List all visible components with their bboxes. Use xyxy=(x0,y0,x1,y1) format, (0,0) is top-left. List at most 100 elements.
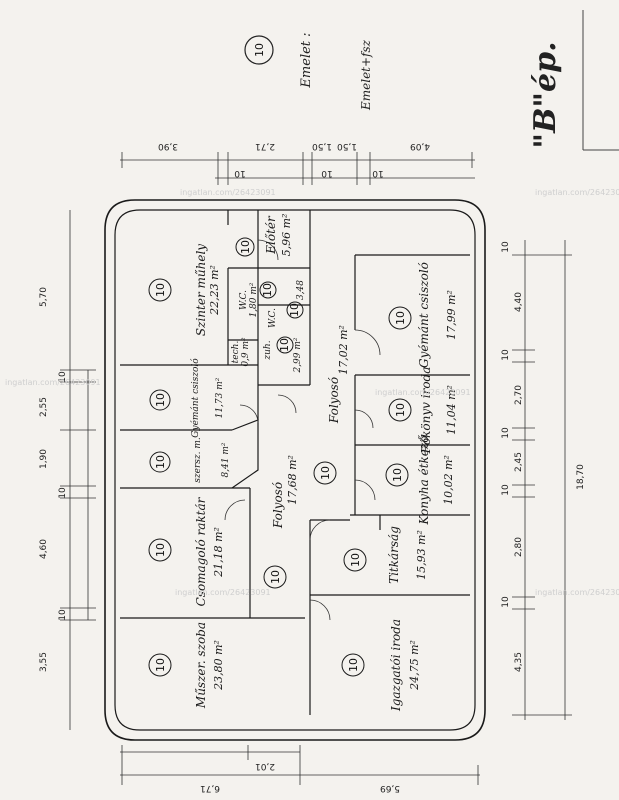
watermark-6: ingatlan.com/26423091 xyxy=(535,588,619,597)
room-number-labels: 10 10 10 10 10 10 10 10 10 10 10 10 10 1… xyxy=(154,240,407,672)
room-num-fokonyv: 10 xyxy=(394,403,407,417)
room-area-szersz: 8,41 m² xyxy=(221,442,231,477)
left-dimension-line: 5,70 2,55 1,90 4,60 3,55 10 10 10 xyxy=(39,210,96,730)
room-label-folyoso-left: Folyosó xyxy=(271,482,285,529)
building-outline xyxy=(104,199,486,741)
dim-right-0: 4,40 xyxy=(514,292,524,312)
floor-number-circle xyxy=(244,35,274,65)
dim-bottom-1: 6,71 xyxy=(200,783,220,793)
dim-left-3: 4,60 xyxy=(39,539,49,559)
dim-top-3: 1,50 xyxy=(337,141,357,151)
room-label-igazgatoi: Igazgatói iroda xyxy=(389,619,403,712)
room-label-titkarsag: Titkárság xyxy=(387,526,401,584)
dim-left-2: 1,90 xyxy=(39,449,49,469)
top-dimension-line: 3,90 2,71 1,50 1,50 4,09 10 10 10 xyxy=(120,141,475,185)
room-area-titkarsag: 15,93 m² xyxy=(415,530,428,580)
room-area-muszer: 23,80 m² xyxy=(212,640,225,691)
room-num-wc2: 10 xyxy=(288,303,301,317)
room-num-konyha: 10 xyxy=(391,468,404,482)
room-label-csomagolo: Csomagoló raktár xyxy=(194,496,208,606)
room-num-wc1: 10 xyxy=(261,283,274,297)
room-label-konyha: Konyha étkező xyxy=(417,435,431,526)
room-label-folyoso-right: Folyosó xyxy=(327,377,341,424)
dim-top-1: 2,71 xyxy=(255,141,275,151)
room-num-folyoso-left: 10 xyxy=(269,570,282,584)
room-area-wc1: 1,80 m² xyxy=(249,282,259,317)
dim-right-3: 2,80 xyxy=(514,537,524,557)
emelet-fsz-label: Emelet+fsz xyxy=(359,39,373,111)
plan-header: 10 Emelet : Emelet+fsz "B"ép. xyxy=(244,10,619,151)
interior-walls xyxy=(120,210,470,715)
room-num-folyoso-right: 10 xyxy=(319,466,332,480)
room-num-gyem-right: 10 xyxy=(394,311,407,325)
dim-right-total: 18,70 xyxy=(576,464,586,490)
emelet-label: Emelet : xyxy=(299,32,314,88)
floor-number: 10 xyxy=(253,43,266,57)
room-label-wc1: W.C. xyxy=(239,290,249,310)
room-number-circles xyxy=(148,237,412,677)
dim-left-0: 5,70 xyxy=(39,287,49,307)
room-num-csomagolo: 10 xyxy=(154,543,167,557)
dim-right-2: 2,45 xyxy=(514,452,524,472)
dim-right-small-0: 10 xyxy=(501,241,511,253)
dim-top-2: 1,50 xyxy=(312,141,332,151)
room-label-eloter: Előtér xyxy=(264,215,278,255)
room-area-gyem-right: 17,99 m² xyxy=(445,290,458,340)
room-area-eloter: 5,96 m² xyxy=(280,214,293,257)
bottom-dimension-line: 2,01 6,71 5,69 xyxy=(120,745,480,793)
dim-left-1: 2,55 xyxy=(39,397,49,417)
watermark-3: ingatlan.com/26423091 xyxy=(5,378,101,387)
door-swings xyxy=(224,239,381,621)
watermark-2: ingatlan.com/26423091 xyxy=(535,188,619,197)
room-area-fokonyv: 11,04 m² xyxy=(445,385,458,435)
dim-right-4: 4,35 xyxy=(514,652,524,672)
watermark-5: ingatlan.com/26423091 xyxy=(175,588,271,597)
dim-left-small-2: 10 xyxy=(58,609,68,621)
room-num-igazgatoi: 10 xyxy=(347,658,360,672)
watermark-1: ingatlan.com/26423091 xyxy=(180,188,276,197)
room-num-szinter: 10 xyxy=(154,283,167,297)
room-label-tech: tech. xyxy=(231,341,241,364)
room-num-gyem-left: 10 xyxy=(154,393,167,407)
dim-top-0: 3,90 xyxy=(158,141,178,151)
room-label-fokonyv: Főkönyv iroda xyxy=(419,367,433,455)
dim-right-small-1: 10 xyxy=(501,349,511,361)
dim-right-1: 2,70 xyxy=(514,385,524,405)
room-area-konyha: 10,02 m² xyxy=(442,455,455,505)
room-label-wc2: W.C. xyxy=(268,308,278,328)
room-area-wc2: 3,48 xyxy=(296,280,306,300)
room-area-szinter: 22,23 m² xyxy=(208,265,221,316)
dim-right-small-3: 10 xyxy=(501,484,511,496)
dim-top-small-2: 10 xyxy=(372,168,384,178)
dim-top-small-0: 10 xyxy=(234,168,246,178)
room-num-eloter: 10 xyxy=(239,240,252,254)
room-label-gyem-left: Gyémánt csiszoló xyxy=(190,358,201,438)
room-area-csomagolo: 21,18 m² xyxy=(212,527,225,578)
dim-left-4: 3,55 xyxy=(39,652,49,672)
room-area-folyoso-right: 17,02 m² xyxy=(337,325,350,375)
building-b-title: "B"ép. xyxy=(528,41,563,148)
room-labels: Szinter műhely 22,23 m² Előtér 5,96 m² W… xyxy=(190,214,458,712)
dim-left-small-0: 10 xyxy=(58,371,68,383)
dim-left-small-1: 10 xyxy=(58,487,68,499)
dim-top-4: 4,09 xyxy=(410,141,430,151)
room-label-muszer: Műszer. szoba xyxy=(194,622,208,709)
dim-top-small-1: 10 xyxy=(321,168,333,178)
dim-bottom-0: 2,01 xyxy=(255,761,275,771)
room-num-zuh: 10 xyxy=(278,338,291,352)
room-area-folyoso-left: 17,68 m² xyxy=(286,455,299,505)
room-area-gyem-left: 11,73 m² xyxy=(215,377,225,418)
room-num-szersz: 10 xyxy=(154,455,167,469)
watermark-4: ingatlan.com/26423091 xyxy=(375,388,471,397)
room-num-muszer: 10 xyxy=(154,658,167,672)
dim-bottom-2: 5,69 xyxy=(380,783,400,793)
room-area-igazgatoi: 24,75 m² xyxy=(408,640,421,691)
room-area-tech: 0,9 m² xyxy=(241,337,251,367)
room-label-zuh: zuh. xyxy=(263,340,273,360)
room-area-zuh: 2,99 m² xyxy=(293,337,303,373)
watermarks: ingatlan.com/26423091 ingatlan.com/26423… xyxy=(5,188,619,597)
right-dimension-line: 10 10 10 10 10 4,40 2,70 2,45 2,80 4,35 … xyxy=(501,240,586,720)
room-num-titkarsag: 10 xyxy=(349,553,362,567)
room-label-szersz: szersz. m. xyxy=(193,437,203,483)
